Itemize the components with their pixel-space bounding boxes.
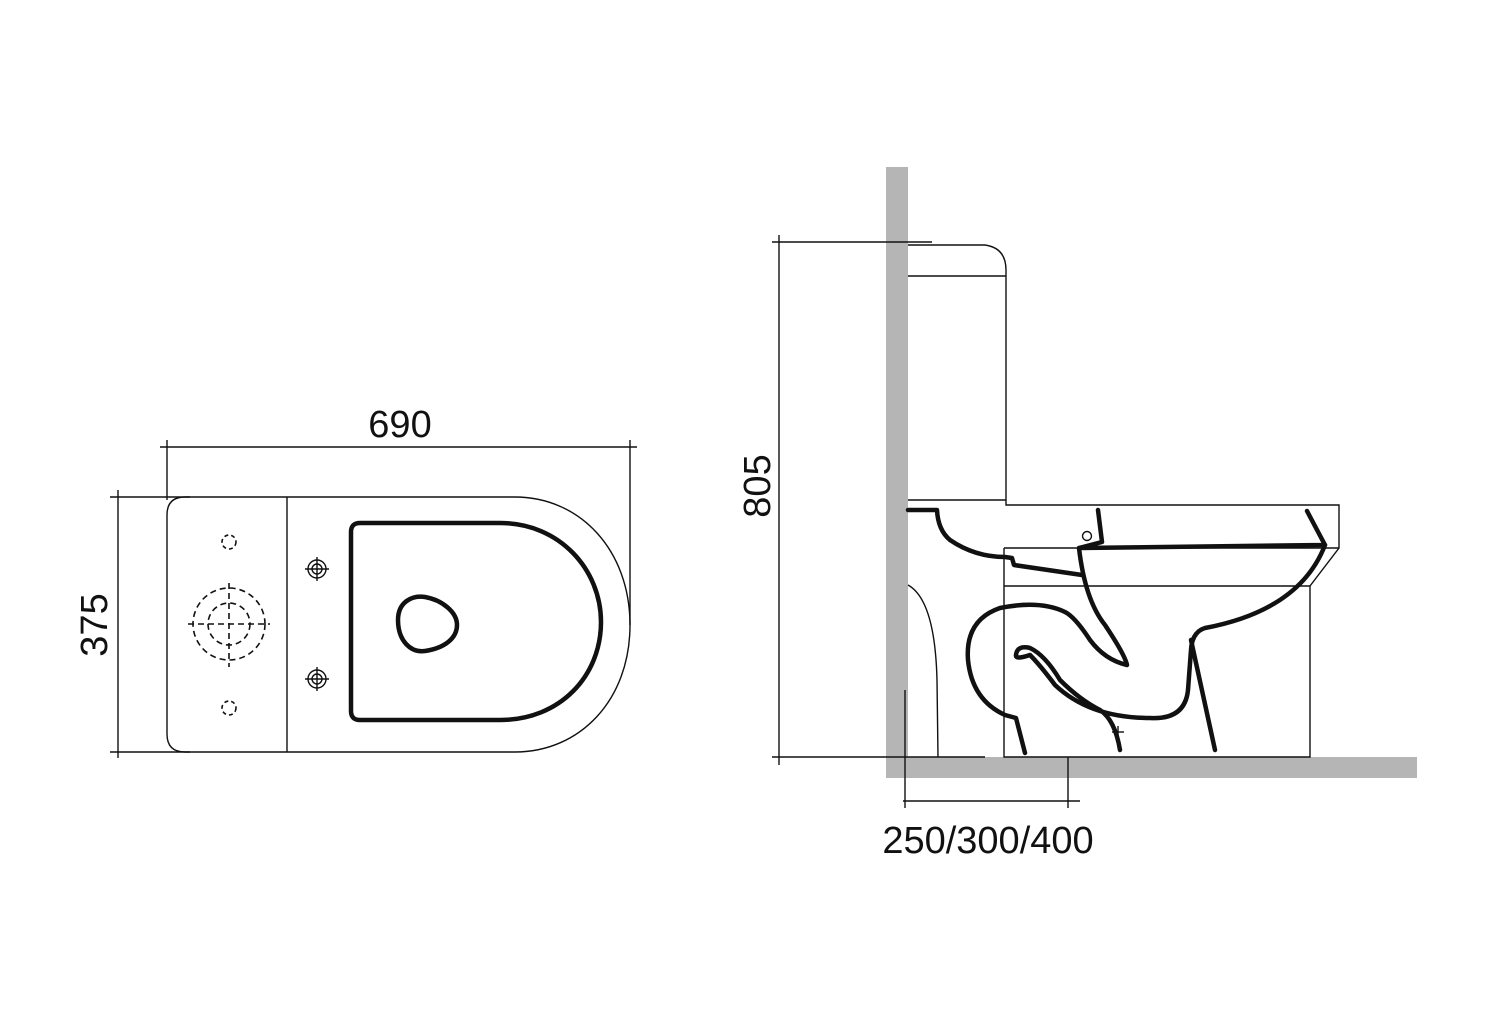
seat-outline (348, 520, 604, 723)
bowl-inner (965, 545, 1130, 756)
bolt-icon (305, 667, 329, 691)
bowl-foot-line (1188, 637, 1218, 753)
dimension-length: 690 (160, 404, 637, 625)
outlet-crosshair-icon (188, 583, 270, 667)
bolt-icon (305, 557, 329, 581)
dimension-rough-in: 250/300/400 (882, 690, 1094, 862)
side-view: 805 250/300/400 (737, 167, 1417, 862)
floor (886, 757, 1417, 778)
rough-in-label: 250/300/400 (882, 820, 1093, 862)
bowl-outer (1013, 542, 1328, 753)
top-view: 690 375 (74, 404, 637, 758)
bowl-hole (395, 594, 460, 654)
dimension-width: 375 (74, 490, 190, 758)
inlet-channel (905, 507, 1085, 578)
seat-lid (1076, 507, 1328, 551)
sparkle-icon (1112, 726, 1124, 738)
width-label: 375 (74, 593, 116, 656)
dimension-height: 805 (737, 235, 985, 765)
mount-hole-icon (221, 534, 237, 550)
height-label: 805 (737, 454, 779, 517)
mount-hole-icon (221, 700, 237, 716)
length-label: 690 (368, 404, 431, 446)
wall (886, 167, 908, 778)
toilet-top-outline (166, 496, 631, 753)
hinge-icon (1081, 530, 1093, 542)
